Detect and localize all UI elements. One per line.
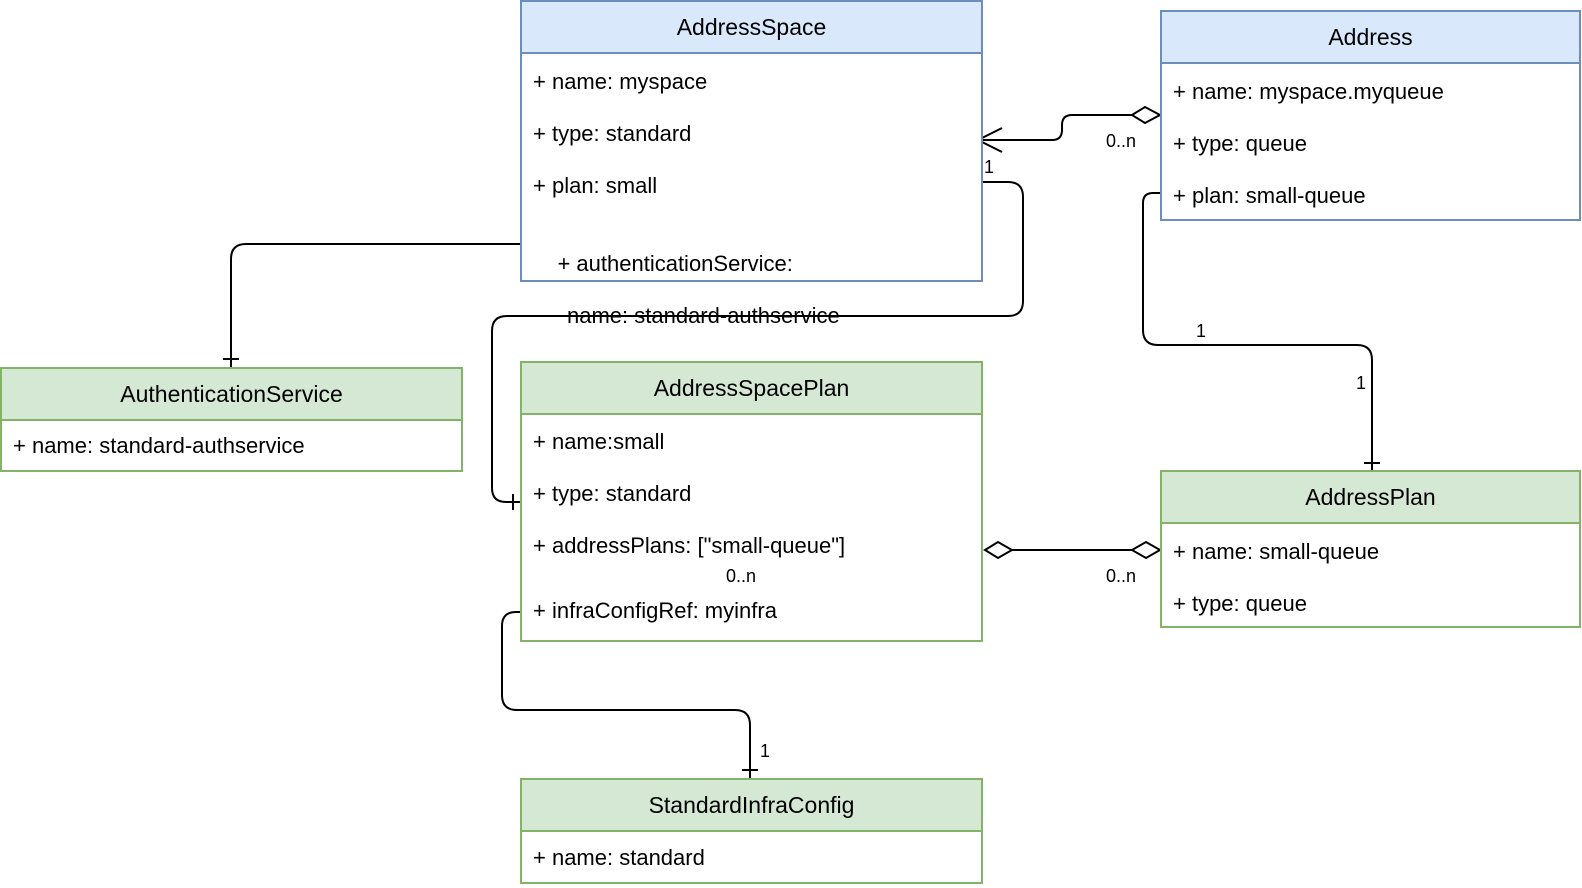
aggregation-diamond-icon bbox=[1130, 105, 1163, 125]
class-title: AddressPlan bbox=[1162, 472, 1579, 524]
class-title: Address bbox=[1162, 12, 1579, 64]
attribute-line: + authenticationService: bbox=[557, 251, 793, 276]
attribute-type: + type: queue bbox=[1173, 131, 1307, 156]
aggregation-diamond-icon bbox=[983, 540, 1015, 560]
class-title: AddressSpace bbox=[522, 2, 981, 54]
multiplicity-label: 1 bbox=[1196, 321, 1207, 341]
multiplicity-label: 0..n bbox=[726, 566, 757, 586]
attribute-name: + name: standard bbox=[533, 845, 705, 870]
class-standardinfraconfig[interactable]: StandardInfraConfig + name: standard bbox=[520, 778, 983, 884]
attribute-address-plans: + addressPlans: ["small-queue"] bbox=[533, 533, 846, 558]
attribute-name: + name: myspace.myqueue bbox=[1173, 79, 1444, 104]
aggregation-diamond-icon bbox=[1129, 540, 1163, 560]
attribute-authentication-service: + authenticationService: name: standard-… bbox=[533, 225, 840, 381]
attribute-name: + name: standard-authservice bbox=[13, 433, 305, 458]
attribute-type: + type: standard bbox=[533, 121, 692, 146]
class-addressspace[interactable]: AddressSpace + name: myspace + type: sta… bbox=[520, 0, 983, 328]
class-addressspaceplan[interactable]: AddressSpacePlan + name:small + type: st… bbox=[520, 361, 983, 642]
multiplicity-label: 0..n bbox=[1106, 131, 1137, 151]
multiplicity-label: 1 bbox=[760, 741, 771, 761]
class-title: StandardInfraConfig bbox=[522, 780, 981, 832]
attribute-type: + type: queue bbox=[1173, 591, 1307, 616]
connector-address-to-addressplan bbox=[1142, 192, 1373, 470]
class-title: AuthenticationService bbox=[2, 369, 461, 421]
attribute-name: + name: myspace bbox=[533, 69, 708, 94]
attribute-plan: + plan: small bbox=[533, 173, 658, 198]
connector-addressspace-to-addressspaceplan bbox=[491, 181, 1024, 503]
class-title: AddressSpacePlan bbox=[522, 363, 981, 415]
attribute-name: + name: small-queue bbox=[1173, 539, 1380, 564]
multiplicity-label: 1 bbox=[1356, 373, 1367, 393]
class-addressplan[interactable]: AddressPlan + name: small-queue + type: … bbox=[1160, 470, 1581, 628]
class-address[interactable]: Address + name: myspace.myqueue + type: … bbox=[1160, 10, 1581, 221]
multiplicity-label: 1 bbox=[984, 157, 995, 177]
attribute-plan: + plan: small-queue bbox=[1173, 183, 1366, 208]
attribute-name: + name:small bbox=[533, 429, 665, 454]
attribute-continuation: name: standard-authservice bbox=[567, 303, 840, 328]
attribute-infra-config-ref: + infraConfigRef: myinfra bbox=[533, 598, 777, 623]
connector-addressspace-to-authenticationservice bbox=[230, 243, 520, 367]
connector-address-to-addressspace bbox=[974, 114, 1132, 141]
class-authenticationservice[interactable]: AuthenticationService + name: standard-a… bbox=[0, 367, 463, 472]
connector-addressspaceplan-to-standardinfraconfig bbox=[501, 611, 751, 778]
attribute-type: + type: standard bbox=[533, 481, 692, 506]
multiplicity-label: 0..n bbox=[1106, 566, 1137, 586]
